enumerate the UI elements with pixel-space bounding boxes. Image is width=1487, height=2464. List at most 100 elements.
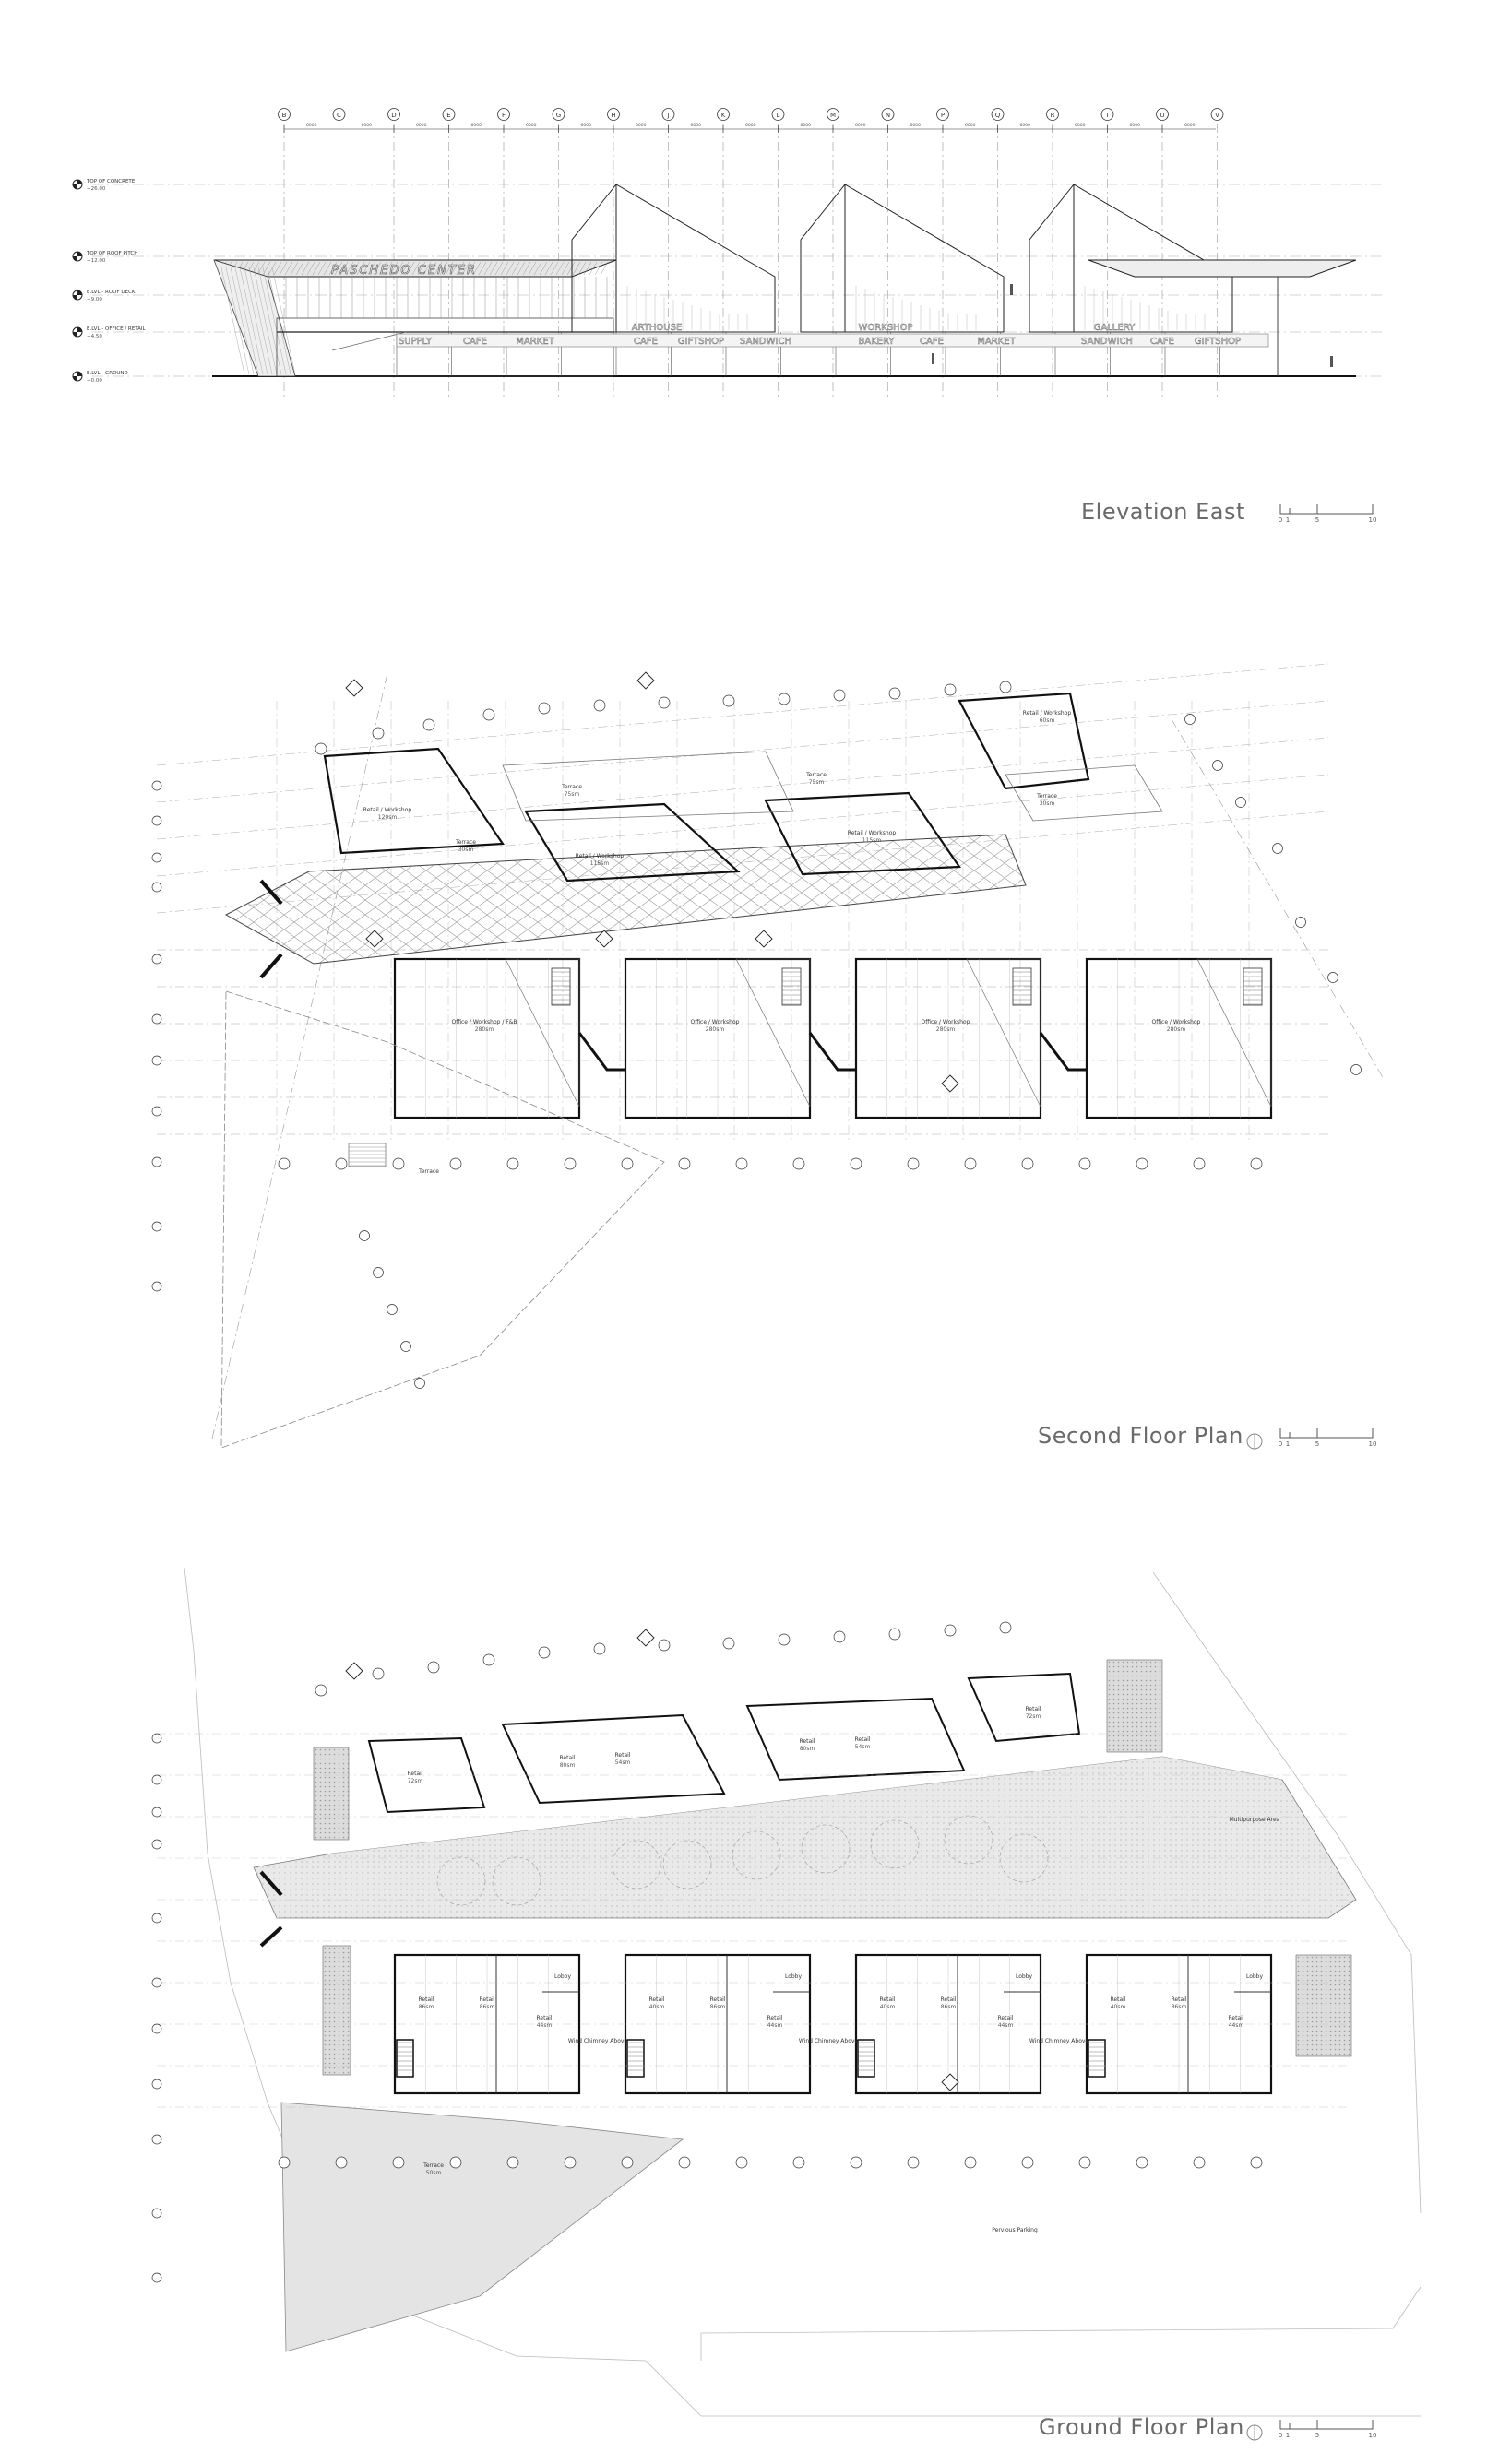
dimension-value: 6000 [855,123,866,128]
grid-bubble [315,742,327,755]
grid-bubble [888,1628,901,1641]
tree-canopy [801,1824,851,1874]
grid-label: D [391,112,396,119]
grid-label: C [337,112,341,119]
tree-canopy [870,1819,920,1869]
grid-bubble [678,2156,691,2169]
room-area: 40sm [880,2004,896,2010]
level-marker-fill [73,327,82,337]
room-area: 44sm [537,2022,553,2029]
grid-bubble [482,708,495,721]
canopy-slat [273,261,282,276]
grid-bubble [387,108,400,121]
grid-bubble [332,108,346,121]
level-value: +4.50 [87,334,102,339]
scale-bar-label: 1 [1286,516,1290,523]
canopy-wing-line [234,267,259,375]
canopy-slat [367,261,376,276]
second-floor-room-label: Retail / Workshop [363,807,412,813]
grid-bubble [1156,108,1169,121]
second-floor-room-label: Office / Workshop [922,1019,970,1025]
room-area: 86sm [710,2004,726,2010]
upper-unit-wall [958,692,1090,790]
second-floor-room-label: Terrace [561,784,582,790]
retail-unit-wall [745,1697,966,1782]
ground-floor-room-label: Retail [800,1738,815,1745]
upper-unit-wall [524,802,741,883]
ground-floor-room-label: Retail [615,1752,631,1759]
grid-bubble [661,108,675,121]
canopy-slat [306,261,315,276]
room-area: 50sm [426,2170,442,2176]
canopy-slat [422,261,432,276]
retail-unit-wall [501,1713,726,1805]
grid-bubble [999,681,1012,693]
grid-bubble [1250,2156,1263,2169]
upper-sign: WORKSHOP [858,323,912,333]
dimension-value: 6000 [636,123,647,128]
grid-label: H [611,112,615,119]
grid-bubble [151,1055,162,1066]
grid-bubble [564,1157,577,1170]
room-area: 280sm [1167,1026,1186,1033]
ground-floor-room-label: Wind Chimney Above [799,2038,859,2044]
grid-bubble [1100,108,1114,121]
stair [1012,967,1032,1006]
ground-floor-room-label: Retail [1026,1706,1041,1712]
grid-line [156,774,1329,877]
room-area: 120sm [378,814,398,821]
level-name: E.LVL - OFFICE / RETAIL [87,326,147,332]
diagonal-grid [1171,718,1385,1080]
grid-bubble [991,108,1005,121]
grid-bubble [1295,917,1306,928]
scale-bar-label: 10 [1369,516,1377,523]
grid-bubble [400,1341,411,1352]
ground-floor-room-label: Retail [998,2015,1014,2021]
grid-bubble [151,2272,162,2283]
person-figure [1010,284,1013,295]
grid-bubble [1136,2156,1148,2169]
room-area: 72sm [1026,1713,1041,1720]
stair-core [857,2039,875,2078]
canopy-slat [506,261,515,276]
grid-bubble [792,1157,805,1170]
grid-bubble [593,699,606,712]
terrace-outline [502,751,794,822]
room-area: 280sm [706,1026,725,1033]
grid-label: L [777,112,780,119]
grid-line [156,700,1329,803]
grid-bubble [564,2156,577,2169]
grid-bubble [1184,714,1196,725]
room-area: 86sm [941,2004,957,2010]
grid-bubble [850,2156,862,2169]
grid-bubble [151,1807,162,1818]
canopy-slat [500,261,509,276]
canopy-slat [572,261,581,276]
canopy-slat [539,261,548,276]
canopy-slat [589,261,598,276]
grid-bubble [151,1733,162,1744]
scale-bar-label: 5 [1315,2432,1319,2438]
wind-chimney-wall [808,1032,856,1072]
grid-bubble [151,954,162,965]
dimension-value: 6000 [362,123,373,128]
grid-bubble [1021,1157,1034,1170]
planter [313,1747,350,1841]
room-area: 86sm [480,2004,495,2010]
planter [1295,1954,1352,2057]
room-area: 40sm [1111,2004,1126,2010]
canopy-slat [328,261,338,276]
level-value: +9.00 [87,297,102,302]
dimension-value: 6000 [471,123,482,128]
grid-bubble [359,1230,370,1241]
dimension-value: 6000 [416,123,427,128]
grid-bubble [373,1267,384,1278]
grid-bubble [907,1157,920,1170]
dimension-value: 6000 [1020,123,1031,128]
second-floor-room-label: Office / Workshop / F&B [451,1019,517,1025]
scale-bar-label: 0 [1279,516,1282,523]
storefront-sign: SUPPLY [399,337,433,347]
ground-floor-room-label: Multipurpose Area [1230,1817,1280,1823]
